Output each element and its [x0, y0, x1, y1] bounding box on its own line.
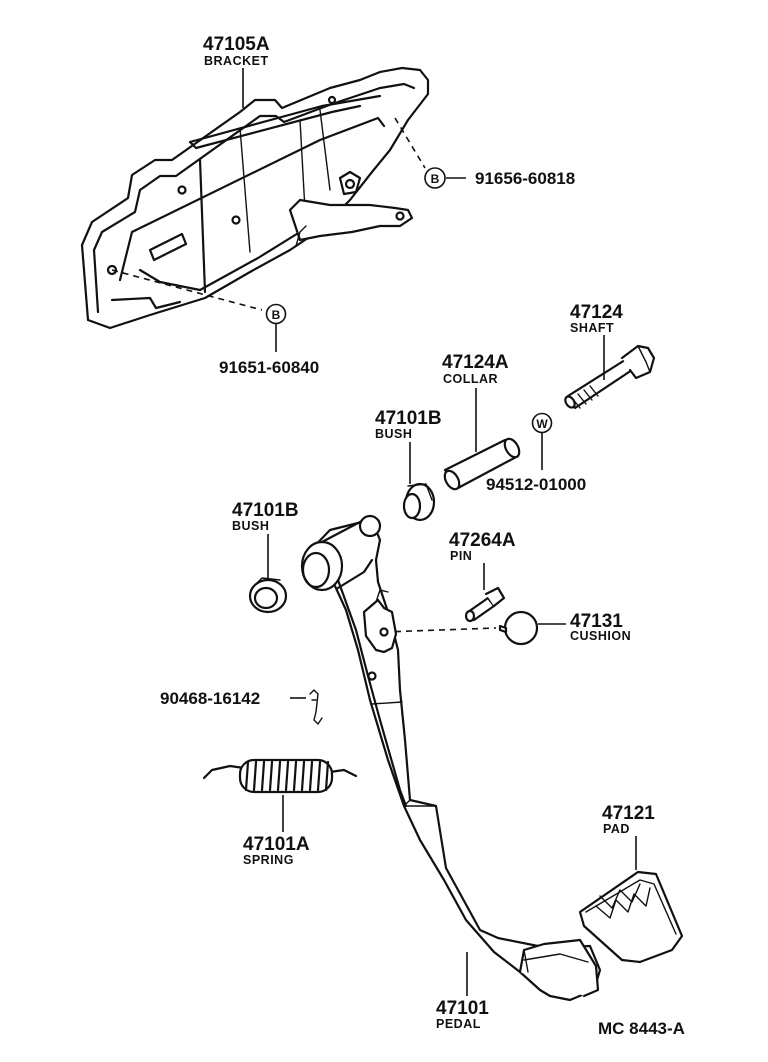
bolt-upper-dash [394, 117, 426, 169]
pedal-part-number: 47101 [436, 998, 489, 1019]
bush-right-drawing [402, 482, 436, 522]
washer-part-number: 94512-01000 [486, 475, 586, 494]
clip-part-number: 90468-16142 [160, 689, 260, 708]
bolt-upper-symbol-letter: B [431, 172, 440, 186]
shaft-part-number: 47124 [570, 302, 623, 323]
spring-name: SPRING [243, 853, 294, 867]
pin-part-number: 47264A [449, 530, 516, 551]
cushion-part-number: 47131 [570, 611, 623, 632]
bush-left-drawing [248, 577, 288, 614]
collar-drawing [443, 437, 521, 491]
pad-drawing [578, 870, 684, 964]
spring-drawing [202, 758, 358, 794]
washer-symbol-letter: W [536, 417, 548, 431]
bolt-upper-part-number: 91656-60818 [475, 169, 575, 188]
pedal-name: PEDAL [436, 1017, 481, 1031]
bolt-lower-symbol [265, 303, 287, 325]
bolt-lower-part-number: 91651-60840 [219, 358, 319, 377]
shaft-drawing [564, 344, 656, 410]
bush-right-part-number: 47101B [375, 408, 442, 429]
bush-left-part-number: 47101B [232, 500, 299, 521]
bolt-lower-dash [111, 269, 263, 311]
cushion-drawing [498, 610, 539, 646]
washer-symbol [531, 412, 553, 434]
pad-name: PAD [603, 822, 630, 836]
bracket-drawing [80, 66, 430, 330]
collar-name: COLLAR [443, 372, 498, 386]
pedal-drawing [300, 514, 602, 1002]
bolt-upper-symbol [424, 167, 446, 189]
pad-part-number: 47121 [602, 803, 655, 824]
pin-name: PIN [450, 549, 472, 563]
collar-part-number: 47124A [442, 352, 509, 373]
bracket-part-number: 47105A [203, 34, 270, 55]
cushion-name: CUSHION [570, 629, 631, 643]
bolt-lower-symbol-letter: B [272, 308, 281, 322]
pin-drawing [464, 586, 506, 623]
spring-part-number: 47101A [243, 834, 310, 855]
bush-right-name: BUSH [375, 427, 412, 441]
bracket-name: BRACKET [204, 54, 269, 68]
diagram-reference: MC 8443-A [598, 1019, 685, 1038]
shaft-name: SHAFT [570, 321, 614, 335]
clip-drawing [309, 689, 323, 725]
bush-left-name: BUSH [232, 519, 269, 533]
